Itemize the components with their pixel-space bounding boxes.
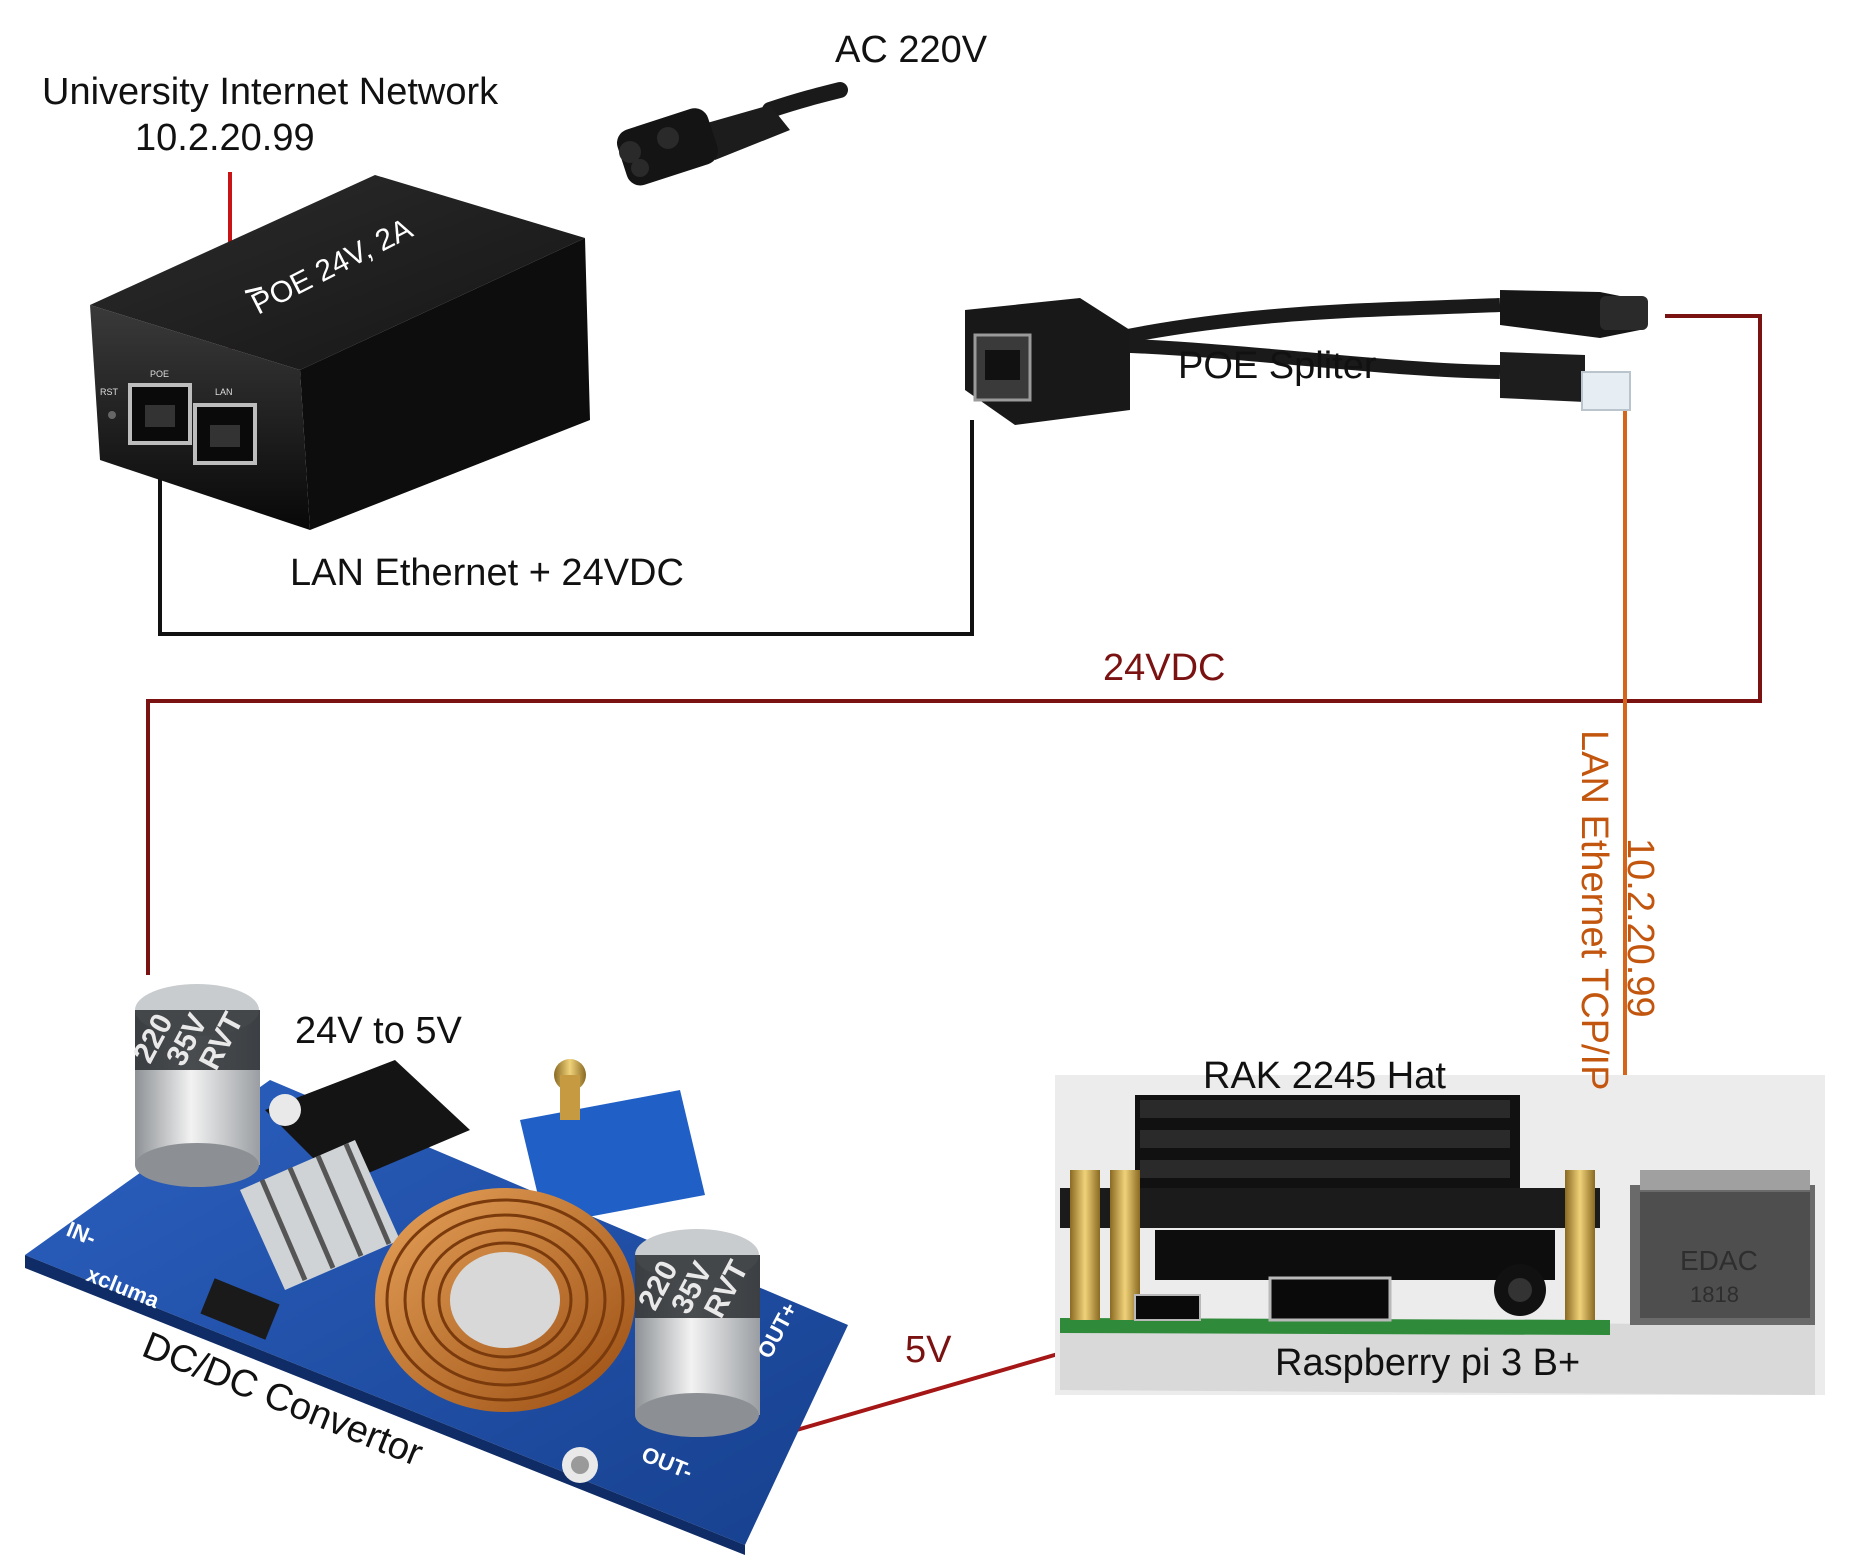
poe-splitter-icon xyxy=(965,290,1648,425)
lan-port-label: LAN xyxy=(215,387,233,397)
university-network-ip: 10.2.20.99 xyxy=(135,117,315,159)
poe-port-label: POE xyxy=(150,369,169,379)
poe-injector-icon: POE LAN RST POE 24V, 2A xyxy=(90,175,590,530)
dc-dc-converter-icon: 220 35V RVT 220 35V RVT IN- xcluma OUT- … xyxy=(25,984,848,1555)
lan-tcpip-label: LAN Ethernet TCP/IP xyxy=(1573,730,1615,1090)
ac-plug-icon xyxy=(616,82,848,186)
raspberry-pi-icon: EDAC 1818 xyxy=(1055,1075,1825,1395)
5v-label: 5V xyxy=(905,1329,952,1371)
rak-2245-hat-label: RAK 2245 Hat xyxy=(1203,1055,1446,1097)
lan-ip-label: 10.2.20.99 xyxy=(1619,838,1661,1018)
wire-24vdc xyxy=(146,314,1762,975)
24vdc-label: 24VDC xyxy=(1103,647,1226,689)
university-network-title: University Internet Network xyxy=(42,71,499,113)
24v-to-5v-label: 24V to 5V xyxy=(295,1010,463,1052)
poe-splitter-label: POE Spliter xyxy=(1178,345,1377,387)
ac-220v-label: AC 220V xyxy=(835,29,988,71)
raspberry-pi-label: Raspberry pi 3 B+ xyxy=(1275,1342,1580,1384)
rj45-code: 1818 xyxy=(1690,1282,1739,1307)
lan-port xyxy=(193,403,257,465)
wire-lan-plus-24vdc xyxy=(158,420,974,636)
rst-label: RST xyxy=(100,387,119,397)
rj45-mark: EDAC xyxy=(1680,1245,1758,1276)
lan-plus-24vdc-label: LAN Ethernet + 24VDC xyxy=(290,552,684,594)
